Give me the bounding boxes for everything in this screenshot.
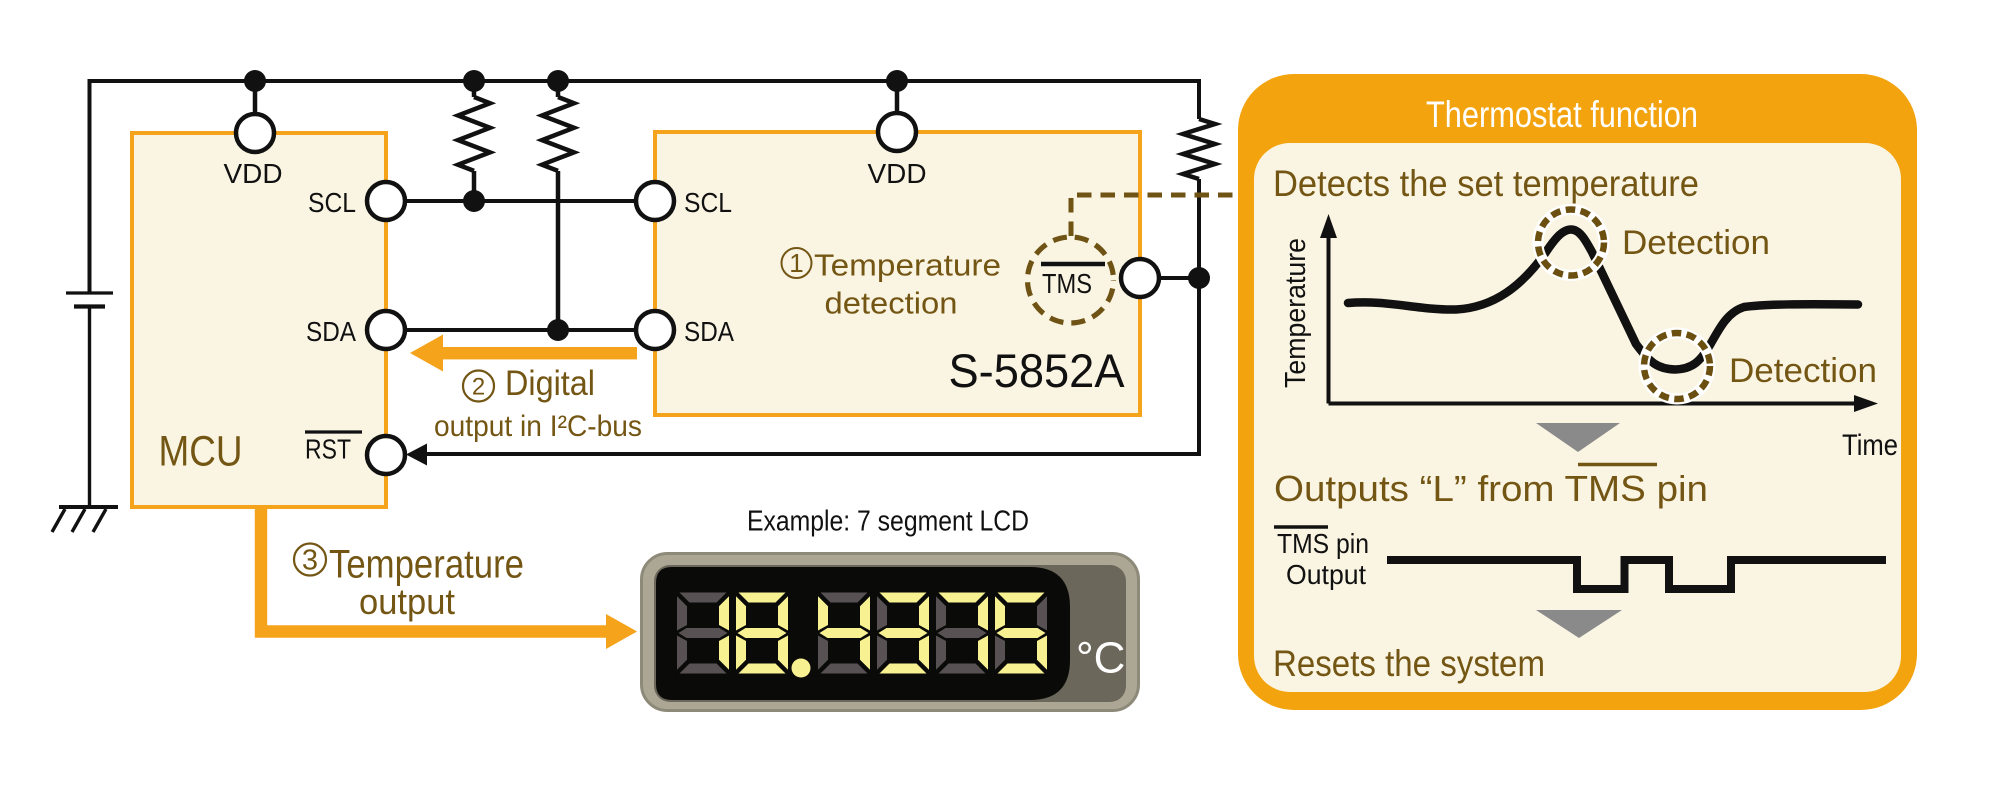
- svg-text:TMS: TMS: [1042, 268, 1092, 299]
- svg-text:Temperature: Temperature: [329, 543, 524, 587]
- svg-text:MCU: MCU: [159, 428, 243, 476]
- svg-text:SDA: SDA: [306, 316, 356, 347]
- svg-text:Example: 7 segment LCD: Example: 7 segment LCD: [747, 506, 1029, 538]
- svg-text:SDA: SDA: [684, 316, 734, 347]
- svg-text:VDD: VDD: [868, 158, 927, 189]
- svg-text:Temperature: Temperature: [1280, 238, 1312, 388]
- svg-text:RST: RST: [305, 434, 351, 465]
- svg-text:VDD: VDD: [224, 158, 283, 189]
- svg-text:SCL: SCL: [684, 187, 732, 218]
- svg-text:°C: °C: [1076, 634, 1125, 683]
- svg-text:SCL: SCL: [308, 187, 356, 218]
- svg-text:3: 3: [302, 545, 318, 577]
- svg-text:Time: Time: [1842, 429, 1898, 462]
- svg-text:Digital: Digital: [505, 364, 595, 403]
- svg-text:Output: Output: [1286, 559, 1366, 590]
- svg-text:Detection: Detection: [1622, 224, 1770, 262]
- svg-text:Outputs “L” from TMS pin: Outputs “L” from TMS pin: [1274, 468, 1708, 509]
- svg-text:1: 1: [789, 248, 803, 278]
- svg-text:Detection: Detection: [1729, 352, 1877, 390]
- svg-text:S-5852A: S-5852A: [949, 344, 1126, 397]
- svg-text:output in I²C-bus: output in I²C-bus: [434, 410, 642, 443]
- svg-text:Resets the system: Resets the system: [1273, 643, 1545, 684]
- svg-text:Thermostat function: Thermostat function: [1426, 94, 1698, 135]
- svg-text:output: output: [359, 581, 455, 622]
- svg-text:TMS pin: TMS pin: [1277, 528, 1369, 559]
- svg-text:2: 2: [472, 374, 485, 401]
- svg-text:Detects the set temperature: Detects the set temperature: [1273, 163, 1699, 204]
- svg-text:Temperature: Temperature: [814, 248, 1001, 283]
- svg-text:detection: detection: [825, 286, 958, 321]
